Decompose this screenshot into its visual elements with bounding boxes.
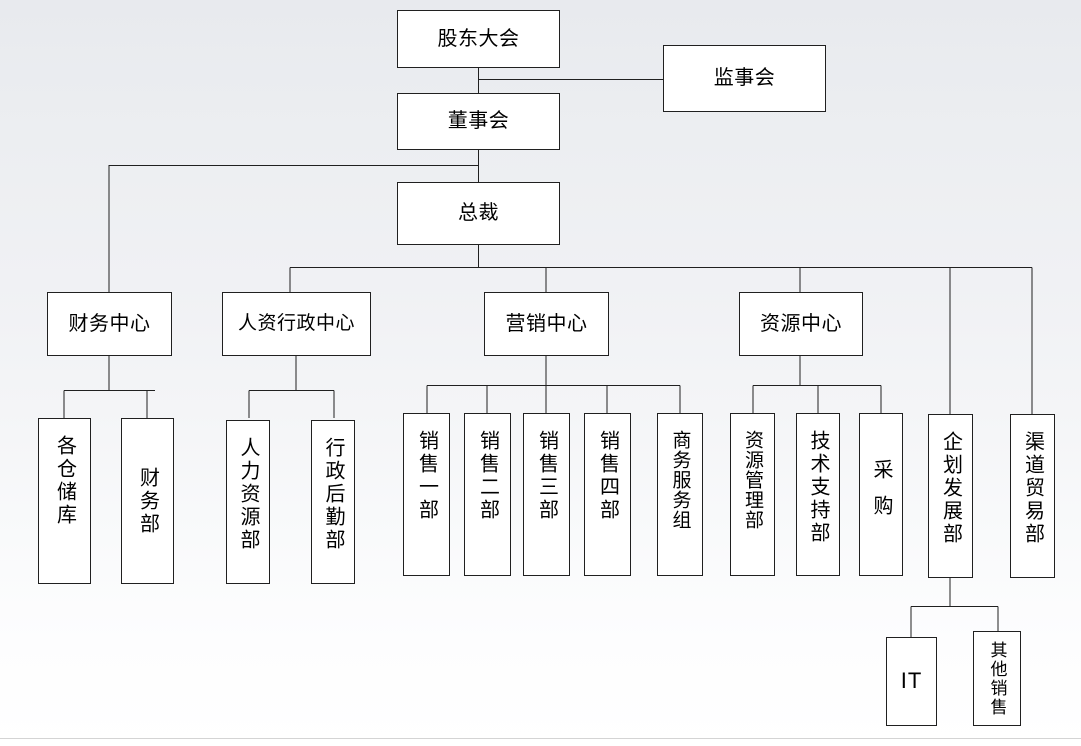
node-label: 其他销售 [987,640,1007,717]
node-marketing-center[interactable]: 营销中心 [484,292,609,356]
node-label: 渠道贸易部 [1021,431,1044,546]
node-hr-admin-center[interactable]: 人资行政中心 [222,292,371,356]
node-resource-center[interactable]: 资源中心 [739,292,863,356]
node-finance-center[interactable]: 财务中心 [47,292,172,356]
node-board-of-supervisors[interactable]: 监事会 [663,45,826,112]
node-label: 销售四部 [596,430,619,522]
node-label: 采购 [870,458,892,531]
node-label: 股东大会 [437,27,520,50]
node-label: 各仓储库 [53,435,76,527]
node-sales-dept-1[interactable]: 销售一部 [403,413,450,576]
node-label: 人力资源部 [237,437,259,552]
node-sales-dept-4[interactable]: 销售四部 [584,413,631,576]
node-shareholders-meeting[interactable]: 股东大会 [397,10,560,68]
node-board-of-directors[interactable]: 董事会 [397,93,560,150]
node-tech-support-dept[interactable]: 技术支持部 [796,413,840,576]
node-label: 监事会 [713,67,776,90]
node-label: 技术支持部 [807,430,829,545]
node-label: 总裁 [458,202,499,225]
node-planning-dev-dept[interactable]: 企划发展部 [928,414,973,578]
node-sales-dept-3[interactable]: 销售三部 [523,413,570,576]
node-it[interactable]: IT [886,637,937,726]
node-label: 商务服务组 [669,430,691,530]
node-label: 销售三部 [535,430,558,522]
node-label: 资源中心 [760,312,842,335]
node-label: 销售二部 [476,430,499,522]
node-label: 人资行政中心 [237,313,355,335]
node-label: 企划发展部 [939,431,962,546]
footer-divider [0,738,1081,739]
node-business-service-group[interactable]: 商务服务组 [657,413,703,576]
node-label: 董事会 [447,110,510,133]
node-label: 财务部 [136,466,159,536]
node-label: 销售一部 [415,430,438,522]
node-admin-logistics-dept[interactable]: 行政后勤部 [311,420,355,584]
node-warehouses[interactable]: 各仓储库 [38,418,91,584]
node-label: 行政后勤部 [322,437,344,552]
node-label: 资源管理部 [742,430,763,530]
node-finance-dept[interactable]: 财务部 [121,418,174,584]
node-president[interactable]: 总裁 [397,182,560,245]
node-hr-dept[interactable]: 人力资源部 [226,420,270,584]
node-label: 财务中心 [68,312,151,335]
node-channel-trade-dept[interactable]: 渠道贸易部 [1010,414,1055,578]
node-procurement[interactable]: 采购 [859,413,903,576]
node-label: IT [900,668,923,694]
node-label: 营销中心 [505,312,588,335]
node-other-sales[interactable]: 其他销售 [973,631,1021,726]
node-resource-mgmt-dept[interactable]: 资源管理部 [730,413,775,576]
node-sales-dept-2[interactable]: 销售二部 [464,413,511,576]
